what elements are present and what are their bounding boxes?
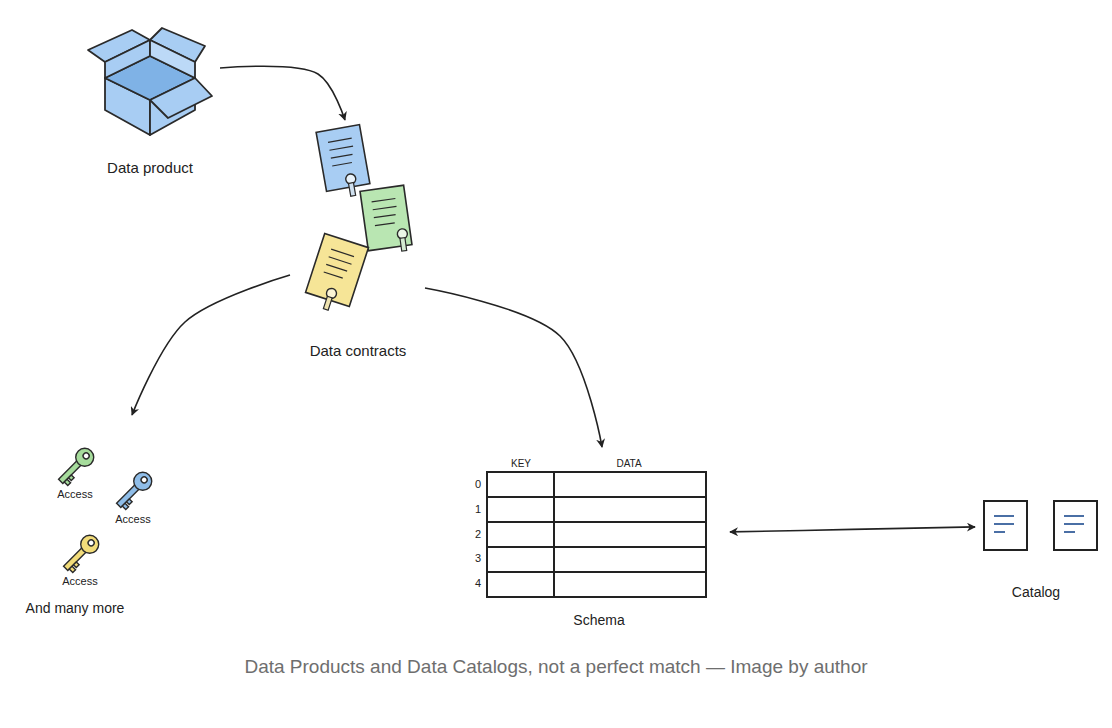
key-icon-part <box>87 539 95 547</box>
column-header: KEY <box>446 458 596 469</box>
icon-group: Catalog <box>975 495 1105 605</box>
key-icon-part <box>117 485 140 508</box>
key-icon-part <box>72 445 97 470</box>
box-icon-part <box>150 40 195 78</box>
key-icon-part <box>69 566 75 572</box>
box-icon <box>88 28 212 135</box>
contract-doc-part <box>316 125 370 192</box>
contract-doc-part <box>323 296 332 310</box>
box-icon-part <box>150 78 212 118</box>
row-index: 0 <box>403 478 553 490</box>
catalog-doc-part <box>1064 516 1084 532</box>
flow-arrow <box>425 288 602 447</box>
contract-doc-part <box>348 183 355 197</box>
key-icon <box>112 469 155 512</box>
key-icon <box>59 532 102 575</box>
key-icon-part <box>68 475 74 481</box>
row-index: 4 <box>403 577 553 589</box>
row-index: 1 <box>403 503 553 515</box>
contract-doc-part <box>328 138 356 166</box>
catalog-doc-part <box>994 516 1014 532</box>
key-icon-part <box>59 461 82 484</box>
contract-doc <box>360 185 413 255</box>
flow-arrow <box>132 275 290 415</box>
key-icon-part <box>73 562 79 568</box>
column-header: DATA <box>554 458 704 469</box>
contract-doc-part <box>360 185 412 251</box>
access-label: Access <box>0 488 150 500</box>
key-icon-part <box>82 452 90 460</box>
schema-table-part <box>487 472 706 597</box>
icon-group: KEYDATA01234Schema <box>465 447 730 632</box>
contract-doc-part <box>400 238 407 252</box>
icon-group: Data contracts <box>290 120 425 360</box>
catalog-doc-part <box>984 501 1027 550</box>
schema-table-part <box>487 472 706 597</box>
access-label: Access <box>5 575 155 587</box>
key-icon-part <box>122 503 128 509</box>
key-icon-part <box>126 499 132 505</box>
icon-group: AccessAccessAccessAnd many more <box>15 415 170 620</box>
key-icon-part <box>130 469 155 494</box>
contract-doc-part <box>306 233 369 306</box>
key-icon-part <box>64 479 70 485</box>
access-label: Access <box>58 513 208 525</box>
schema-label: Schema <box>524 613 674 628</box>
key-icon-part <box>140 476 148 484</box>
box-icon-part <box>105 40 150 78</box>
icon-group: Data product <box>95 35 220 180</box>
row-index: 2 <box>403 528 553 540</box>
data-product-label: Data product <box>75 160 225 177</box>
catalog-doc <box>1054 501 1097 550</box>
row-index: 3 <box>403 552 553 564</box>
catalog-label: Catalog <box>961 585 1111 600</box>
more-note: And many more <box>0 601 150 616</box>
contract-doc-part <box>372 199 399 226</box>
key-icon-part <box>77 532 102 557</box>
data-contracts-label: Data contracts <box>283 343 433 360</box>
caption: Data Products and Data Catalogs, not a p… <box>0 656 1112 678</box>
key-icon <box>54 445 97 488</box>
schema-table <box>487 472 706 597</box>
key-icon-part <box>64 548 87 571</box>
contract-doc <box>302 233 368 316</box>
catalog-doc-part <box>1054 501 1097 550</box>
catalog-doc <box>984 501 1027 550</box>
contract-doc-part <box>324 249 354 279</box>
contract-doc <box>316 125 371 201</box>
flow-arrow <box>220 66 345 120</box>
flow-arrow <box>730 527 975 532</box>
